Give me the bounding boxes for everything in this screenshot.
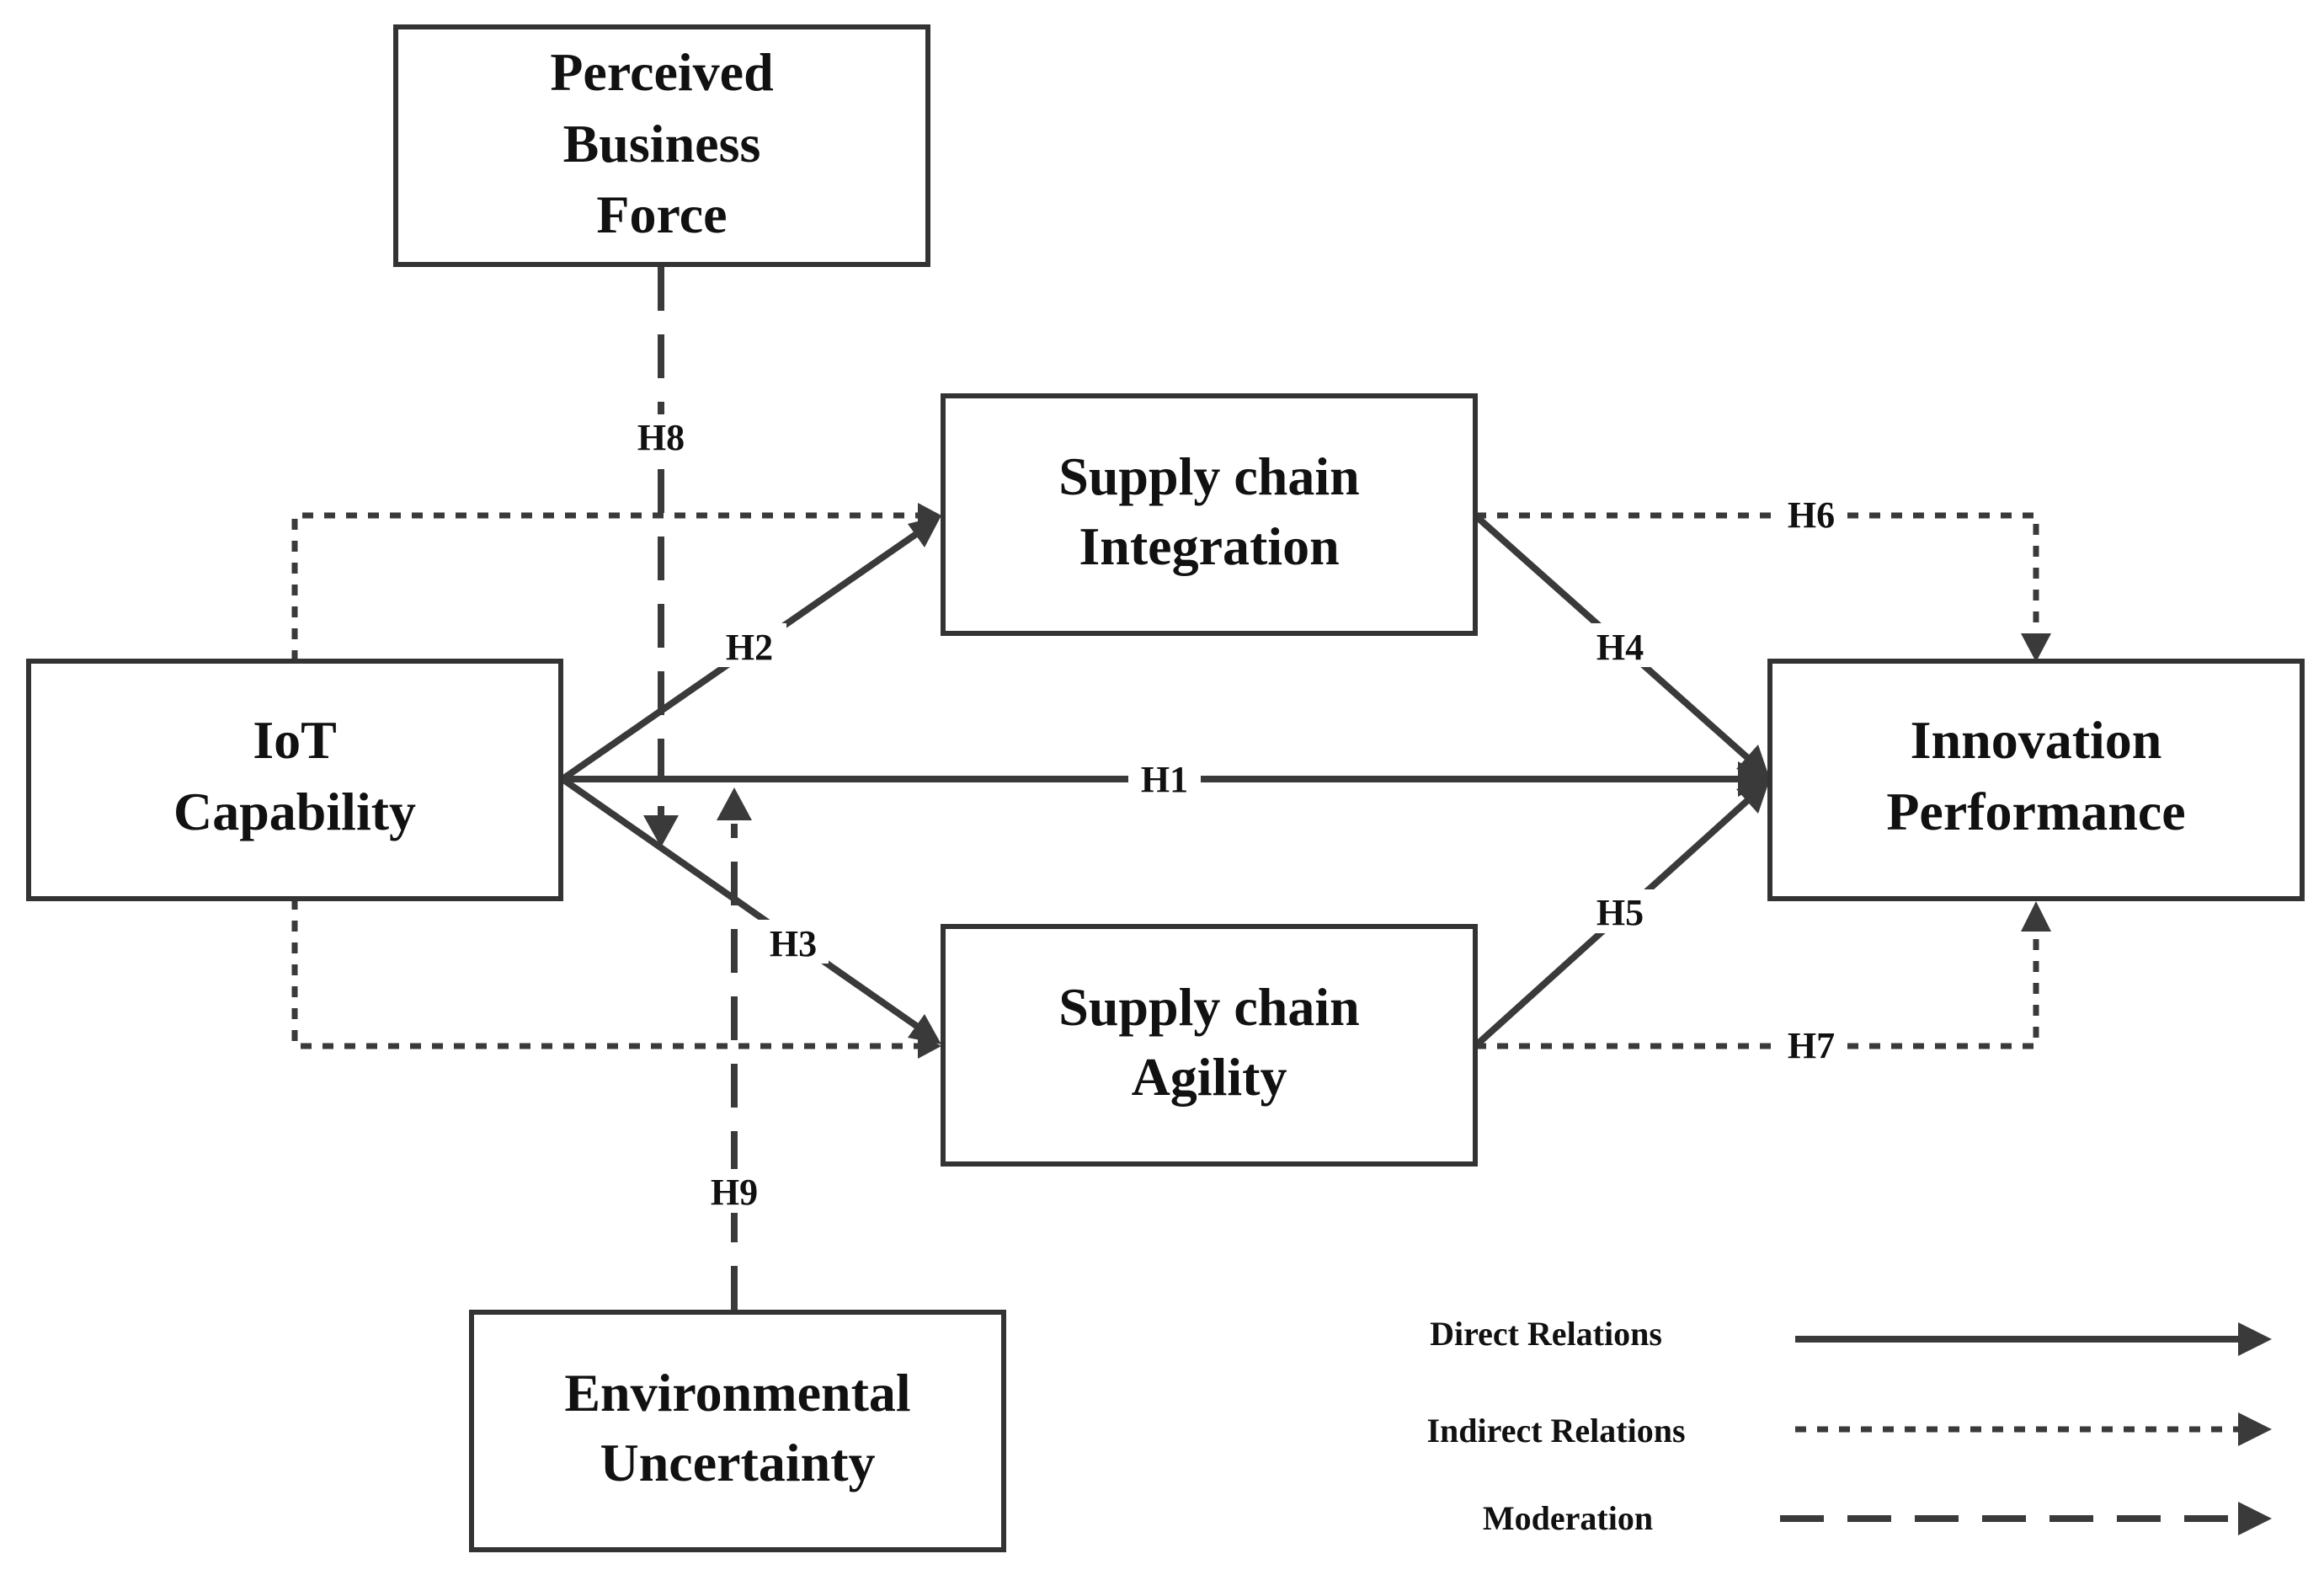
h4-label: H4 [1596,627,1644,668]
iot-capability-node: IoT Capability [26,659,563,901]
supply-chain-agility-line-1: Supply chain [1058,977,1360,1037]
h9-label-bg [709,1169,781,1213]
supply-chain-integration-node: Supply chain Integration [941,393,1478,636]
h3-arrowhead [908,1014,941,1044]
h3-label-bg [756,920,829,964]
perceived-business-force-line-3: Force [596,184,727,244]
h5-arrowhead [1736,779,1770,814]
indirect-iot-to-integration-line [291,512,918,661]
h8-label-bg [625,414,697,458]
perceived-business-force-line-2: Business [563,114,761,174]
h7-label: H7 [1788,1025,1835,1066]
h1-label-bg [1128,758,1201,800]
h4-label-bg [1583,623,1655,667]
h5-label-bg [1583,889,1655,933]
h3-label: H3 [770,923,817,964]
environmental-uncertainty-line-2: Uncertainty [600,1433,875,1492]
h5-label: H5 [1596,892,1644,933]
legend-direct-arrowhead [2238,1322,2272,1356]
perceived-business-force-line-1: Perceived [550,42,773,102]
h6-label-bg [1775,494,1847,537]
indirect-agility-to-performance-arrowhead [2021,901,2051,932]
h4-arrowhead [1736,745,1770,779]
innovation-performance-node: Innovation Performance [1767,659,2305,901]
indirect-iot-to-agility-line [291,899,918,1049]
indirect-agility-to-performance-line [1475,926,2039,1049]
indirect-integration-to-performance-arrowhead [2021,633,2051,662]
supply-chain-agility-node: Supply chain Agility [941,924,1478,1167]
h2-label-bg [714,623,786,667]
h2-arrowhead [908,515,941,547]
h7-label-bg [1775,1024,1847,1068]
perceived-business-force-node: Perceived Business Force [393,24,930,267]
environmental-uncertainty-node: Environmental Uncertainty [469,1310,1006,1552]
h6-label: H6 [1788,494,1835,536]
iot-capability-line-2: Capability [173,782,416,841]
indirect-integration-to-performance-line [1475,512,2039,638]
supply-chain-integration-line-1: Supply chain [1058,446,1360,506]
legend-indirect-arrowhead [2238,1412,2272,1446]
h9-label: H9 [711,1172,758,1213]
innovation-performance-line-2: Performance [1886,782,2185,841]
supply-chain-integration-line-2: Integration [1079,516,1339,576]
legend-moderation-arrowhead [2238,1502,2272,1535]
innovation-performance-line-1: Innovation [1911,710,2162,770]
h8-arrowhead [643,815,679,847]
h3-direct-line [560,776,924,1033]
h8-label: H8 [637,417,685,458]
legend: Direct Relations Indirect Relations Mode… [1426,1315,2272,1537]
h2-label: H2 [726,627,773,668]
legend-indirect-label: Indirect Relations [1426,1412,1685,1450]
h1-label: H1 [1141,759,1188,800]
legend-direct-label: Direct Relations [1430,1315,1662,1353]
legend-moderation-label: Moderation [1483,1499,1653,1537]
h9-arrowhead [717,788,752,820]
supply-chain-agility-line-2: Agility [1132,1047,1287,1107]
iot-capability-line-1: IoT [253,710,337,770]
environmental-uncertainty-line-1: Environmental [564,1363,910,1423]
